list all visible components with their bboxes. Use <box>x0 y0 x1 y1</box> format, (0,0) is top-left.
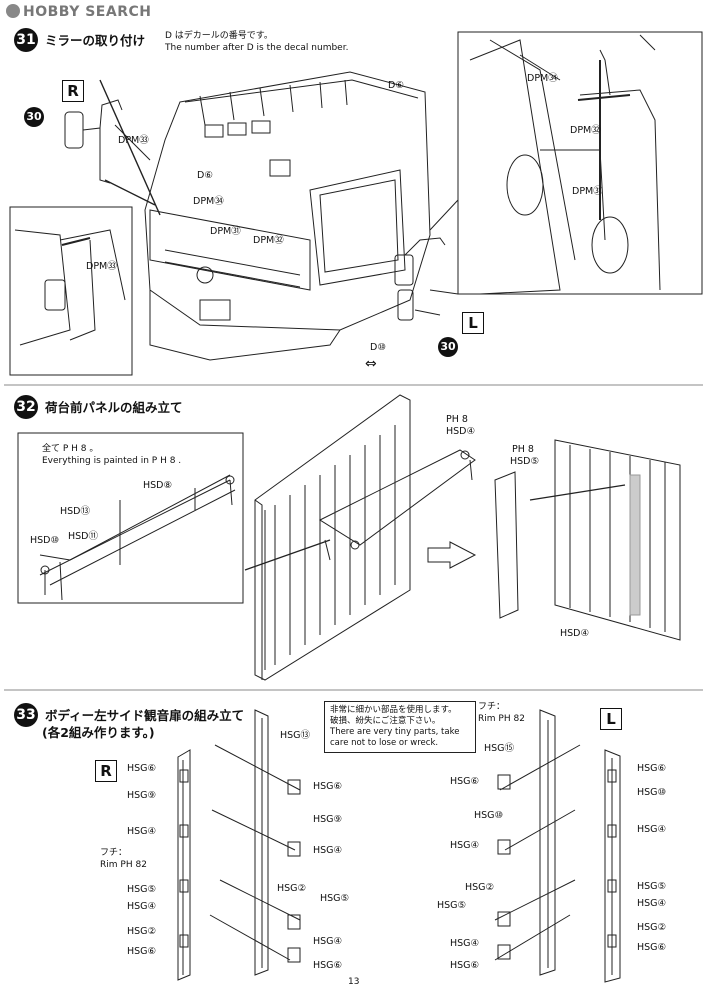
step-33-number: 33 <box>14 703 38 727</box>
r-label: HSG② <box>277 883 307 894</box>
r-marker: R <box>62 80 84 102</box>
step-31-title: ミラーの取り付け <box>45 33 146 48</box>
r-label: HSG⑬ <box>280 730 311 741</box>
transition-arrow <box>427 541 477 569</box>
l-label: HSG⑥ <box>450 960 480 971</box>
label-dpm32-a: DPM㉜ <box>253 235 284 246</box>
l-label: HSG⑩ <box>637 787 667 798</box>
warning-jp-2: 破損、紛失にご注意下さい。 <box>330 716 441 726</box>
label-hsd13: HSD⑬ <box>60 506 90 517</box>
label-ph8-b: PH 8 <box>512 444 534 455</box>
inset-rack-drawing <box>39 474 236 601</box>
l-label: HSG④ <box>637 898 667 909</box>
step-33-title: ボディー左サイド観音扉の組み立て <box>45 708 245 723</box>
inset-left-drawing <box>14 229 126 346</box>
door-r-marker: R <box>95 760 117 782</box>
l-marker: L <box>462 312 484 334</box>
watermark-logo: HOBBY SEARCH <box>6 4 151 20</box>
label-hsd5: HSD⑤ <box>510 456 540 467</box>
step-31-number: 31 <box>14 28 38 52</box>
l-label: HSG⑥ <box>450 776 480 787</box>
r-label: HSG⑥ <box>127 763 157 774</box>
door-r-drawing <box>177 709 301 981</box>
r-label: HSG④ <box>313 845 343 856</box>
front-panel-drawing <box>254 394 476 681</box>
part-30-marker: 30 <box>24 107 44 127</box>
label-dpm31-a: DPM㉛ <box>210 226 241 237</box>
inset-right-drawing <box>469 34 661 295</box>
l-label: HSG④ <box>450 938 480 949</box>
r-label: HSG⑥ <box>313 781 343 792</box>
l-label: HSG⑩ <box>474 810 504 821</box>
label-ph8-a: PH 8 <box>446 414 468 425</box>
label-hsd11: HSD⑪ <box>68 531 98 542</box>
l-label: HSG② <box>465 882 495 893</box>
page-number: 13 <box>348 977 360 987</box>
door-l-drawing <box>494 709 621 983</box>
l-label: HSG⑮ <box>484 743 515 754</box>
door-l-marker: L <box>600 708 622 730</box>
inset-rack-frame <box>17 432 244 604</box>
r-label: HSG⑥ <box>127 946 157 957</box>
inset-right-frame <box>457 31 703 295</box>
assembled-panel-drawing <box>494 439 681 641</box>
rim-note-right: フチ： Rim PH 82 <box>100 848 147 870</box>
step-33-subtitle: (各2組み作ります。) <box>42 725 155 740</box>
step-32-number: 32 <box>14 395 38 419</box>
label-d10: D⑩ <box>370 342 386 353</box>
l-label: HSG② <box>637 922 667 933</box>
warning-box: 非常に細かい部品を使用します。 破損、紛失にご注意下さい。 There are … <box>324 701 476 753</box>
label-dpm31-b: DPM㉛ <box>572 186 603 197</box>
truck-cab-drawing <box>144 71 431 361</box>
step-32-title: 荷台前パネルの組み立て <box>45 400 183 415</box>
warning-jp-1: 非常に細かい部品を使用します。 <box>330 705 457 715</box>
paint-note-jp: 全て P H 8 。 <box>42 444 99 454</box>
r-label: HSG⑥ <box>313 960 343 971</box>
warning-en-2: care not to lose or wreck. <box>330 738 439 748</box>
logo-icon <box>6 4 20 18</box>
label-hsd4-a: HSD④ <box>446 426 476 437</box>
part-30-marker-b: 30 <box>438 337 458 357</box>
mirror-r-drawing <box>64 79 161 216</box>
label-dpm33-a: DPM㉝ <box>118 135 149 146</box>
r-label: HSG② <box>127 926 157 937</box>
label-hsd8: HSD⑧ <box>143 480 173 491</box>
label-d6-a: D⑥ <box>388 80 404 91</box>
decal-note-en: The number after D is the decal number. <box>165 43 349 53</box>
l-label: HSG④ <box>450 840 480 851</box>
r-label: HSG⑨ <box>313 814 343 825</box>
label-dpm33-b: DPM㉝ <box>86 261 117 272</box>
mirror-l-drawing <box>394 237 446 321</box>
label-dpm34-b: DPM㉞ <box>527 73 558 84</box>
label-hsd4-b: HSD④ <box>560 628 590 639</box>
l-label: HSG⑤ <box>637 881 667 892</box>
l-label: HSG⑥ <box>637 942 667 953</box>
r-label: HSG⑨ <box>127 790 157 801</box>
paint-note-en: Everything is painted in P H 8 . <box>42 456 182 466</box>
label-d6-b: D⑥ <box>197 170 213 181</box>
r-label: HSG⑤ <box>127 884 157 895</box>
label-dpm32-b: DPM㉜ <box>570 125 601 136</box>
label-dpm34-a: DPM㉞ <box>193 196 224 207</box>
warning-en-1: There are very tiny parts, take <box>330 727 460 737</box>
l-label: HSG⑥ <box>637 763 667 774</box>
r-label: HSG④ <box>313 936 343 947</box>
r-label: HSG④ <box>127 826 157 837</box>
l-label: HSG⑤ <box>437 900 467 911</box>
r-label: HSG⑤ <box>320 893 350 904</box>
decal-note-jp: D はデカールの番号です。 <box>165 31 273 41</box>
double-arrow-icon: ⇔ <box>365 356 377 372</box>
inset-left-frame <box>9 206 133 376</box>
r-label: HSG④ <box>127 901 157 912</box>
label-hsd10: HSD⑩ <box>30 535 60 546</box>
l-label: HSG④ <box>637 824 667 835</box>
rim-note-left: フチ： Rim PH 82 <box>478 702 525 724</box>
